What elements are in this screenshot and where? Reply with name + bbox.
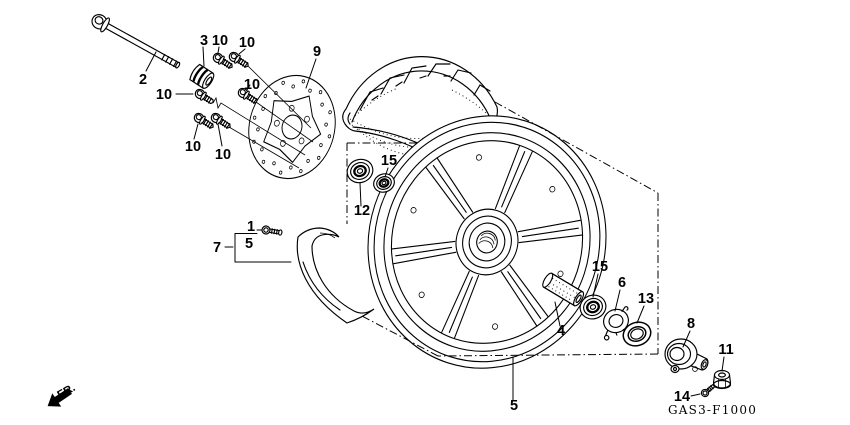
- part-label-5-assembly: 5: [510, 398, 518, 414]
- axle-nut-drawing: [712, 369, 732, 390]
- label-leader-lines: [145, 46, 725, 401]
- part-label-10d: 10: [156, 87, 172, 103]
- disc-bolt: [193, 112, 214, 129]
- fr-direction: FR.: [47, 382, 78, 407]
- assembly-phantom-box: [346, 101, 659, 357]
- part-label-5-group: 5: [245, 236, 253, 252]
- part-number-labels: 2 3 10 10 10 10 10 10 9 15 12 1 5 7 4 15…: [139, 33, 734, 414]
- part-label-15-upper: 15: [381, 153, 397, 169]
- part-label-10c: 10: [244, 77, 260, 93]
- part-label-15-right: 15: [592, 259, 608, 275]
- front-axle-bolt-drawing: [91, 14, 181, 69]
- disc-bolt: [194, 88, 214, 105]
- wheel-hub: [455, 208, 519, 276]
- disc-bolt: [237, 87, 258, 104]
- part-label-4: 4: [557, 323, 565, 339]
- bolt-leader-lines: [212, 65, 314, 169]
- bearing-15-right-drawing: [579, 294, 607, 320]
- part-label-8: 8: [687, 316, 695, 332]
- part-label-12: 12: [354, 203, 370, 219]
- part-label-11: 11: [718, 342, 733, 358]
- side-collar-drawing: [189, 63, 215, 89]
- disc-bolt: [228, 51, 249, 68]
- disc-bolts-drawing: [193, 51, 258, 129]
- bearing-retainer-drawing: [603, 306, 629, 341]
- wheel-spokes: [391, 145, 583, 339]
- part-label-7: 7: [213, 240, 221, 256]
- gearbox-screw-drawing: [700, 384, 715, 398]
- part-label-1: 1: [247, 219, 255, 235]
- part-label-9: 9: [313, 44, 321, 60]
- rim-flap-drawing: [296, 227, 375, 324]
- disc-bolt: [210, 112, 231, 129]
- part-label-2: 2: [139, 72, 147, 88]
- part-label-3: 3: [200, 33, 208, 49]
- axle-collar-drawing: [542, 272, 585, 307]
- bearing-12-drawing: [346, 158, 374, 184]
- disc-bolt: [212, 52, 233, 69]
- tire-tread-grooves: [359, 63, 491, 111]
- dust-seal-drawing: [622, 321, 652, 347]
- part-label-10e: 10: [185, 139, 201, 155]
- fr-label: FR.: [56, 382, 78, 402]
- part-label-6: 6: [618, 275, 626, 291]
- part-label-14: 14: [674, 389, 690, 405]
- part-label-10a: 10: [212, 33, 228, 49]
- disc-drill-holes: [252, 79, 332, 175]
- part-label-10f: 10: [215, 147, 231, 163]
- bearing-15-upper-drawing: [373, 173, 395, 193]
- speedometer-gearbox-drawing: [664, 338, 709, 374]
- wheel-rim-holes: [410, 154, 564, 330]
- diagram-code: GAS3-F1000: [668, 403, 757, 417]
- part-label-13: 13: [638, 291, 654, 307]
- tire-valve-drawing: [261, 225, 283, 236]
- part-label-10b: 10: [239, 35, 255, 51]
- fr-arrow-icon: [47, 388, 72, 407]
- wheel-drawing: [367, 115, 607, 369]
